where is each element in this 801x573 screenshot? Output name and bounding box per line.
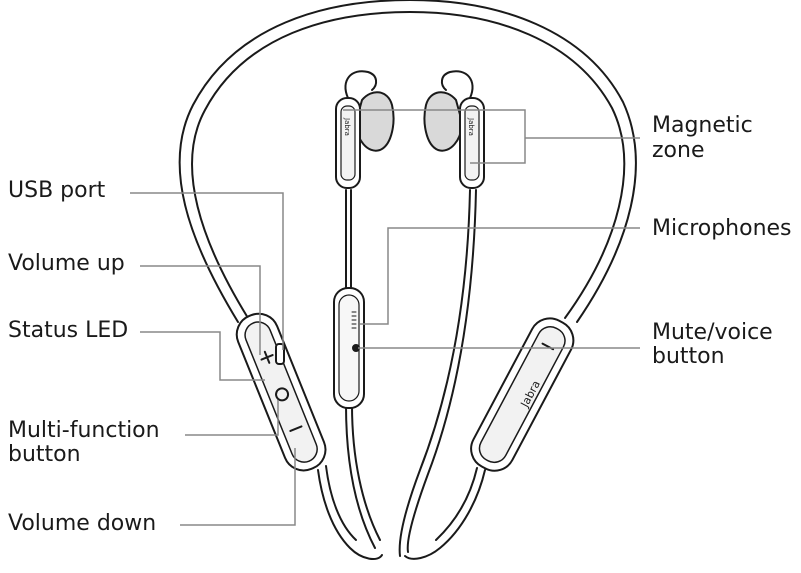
magnetic-zone-leader-left: [343, 109, 526, 164]
volume-up-leader: [140, 265, 261, 355]
label-multi-function-2: button: [8, 442, 81, 467]
left-earbud-brand: Jabra: [343, 117, 351, 136]
label-mute-2: button: [652, 344, 725, 369]
label-volume-down: Volume down: [8, 511, 157, 536]
left-housing: [235, 312, 327, 472]
label-mute-1: Mute/voice: [652, 320, 773, 345]
left-earbud: [335, 70, 395, 189]
label-microphones: Microphones: [652, 216, 792, 241]
left-cable-lower: [317, 469, 383, 561]
microphone-grille-icon: [351, 311, 357, 329]
right-earbud: [423, 70, 485, 189]
multi-function-leader: [185, 400, 279, 436]
label-usb-port: USB port: [8, 178, 106, 203]
microphones-leader: [360, 227, 640, 325]
right-earbud-brand: Jabra: [467, 117, 475, 136]
label-status-led: Status LED: [8, 318, 129, 343]
label-volume-up: Volume up: [8, 251, 125, 276]
volume-up-icon: [260, 350, 274, 364]
right-earbud-cable: [398, 189, 471, 557]
right-cable-lower: [404, 469, 486, 560]
volume-down-leader: [180, 448, 296, 526]
label-magnetic-2: zone: [652, 138, 705, 163]
right-housing: [470, 317, 575, 472]
label-magnetic-1: Magnetic: [652, 113, 753, 138]
volume-down-icon: [289, 425, 303, 432]
status-led-leader: [140, 331, 265, 381]
label-multi-function-1: Multi-function: [8, 418, 160, 443]
neckband: [178, 0, 637, 323]
usb-port-icon: [275, 343, 285, 365]
multi-function-button-icon: [275, 387, 290, 402]
usb-port-leader: [130, 192, 284, 350]
leader-lines: [130, 109, 640, 526]
